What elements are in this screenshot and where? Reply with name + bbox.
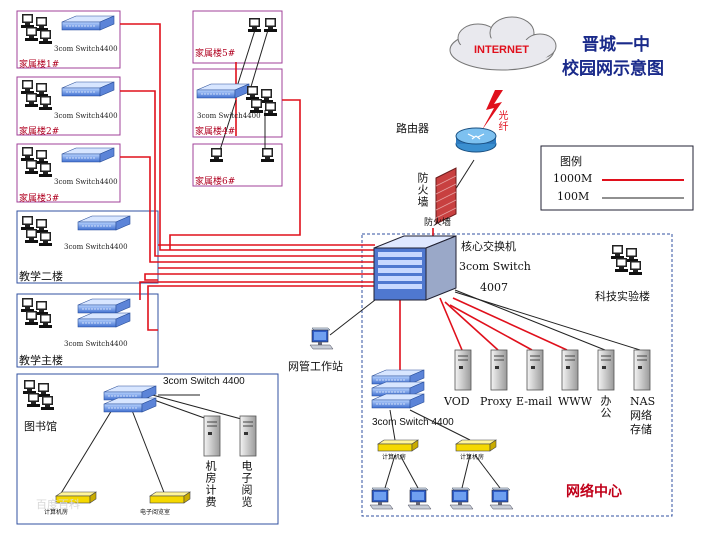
center-hub-1-label: 计算机房 [382, 454, 407, 461]
library-label: 图书馆 [24, 420, 57, 433]
switch-family-1 [61, 15, 115, 31]
hub-center-a [377, 439, 419, 452]
router-icon [455, 127, 497, 153]
server-proxy-label: Proxy [480, 395, 512, 408]
pc-group-family-3 [21, 147, 52, 177]
mgmt-station-label: 网管工作站 [288, 360, 343, 373]
teaching-main-label: 教学主楼 [19, 354, 63, 367]
teaching-2-frame [16, 210, 159, 284]
switch-teaching-main-a [77, 298, 131, 314]
mgmt-workstation-icon [309, 327, 334, 350]
library-frame [16, 373, 279, 525]
core-switch-icon [373, 235, 457, 301]
server-vod [454, 349, 472, 391]
internet-cloud [449, 16, 557, 71]
switch-teaching-2 [77, 215, 131, 231]
hub-center-b [455, 439, 497, 452]
watermark: 百度百科 [36, 498, 80, 511]
workstation-2 [407, 487, 432, 510]
switch-family-4 [196, 83, 250, 99]
core-switch-model-2: 4007 [480, 281, 508, 294]
family-3-switch-label: 3com Switch4400 [54, 178, 118, 186]
fiber-label: 光纤 [496, 110, 507, 132]
family-building-1-frame [16, 10, 121, 69]
server-office-label: 办公 [599, 395, 612, 419]
network-center-label: 网络中心 [566, 484, 622, 500]
workstation-3 [449, 487, 474, 510]
center-switch-label: 3com Switch 4400 [372, 417, 454, 428]
switch-family-3 [61, 147, 115, 163]
core-switch-model-1: 3com Switch [459, 260, 531, 273]
pc-group-tech-lab [611, 245, 642, 275]
family-4-label: 家属楼4# [195, 127, 236, 137]
pc-family-6-a [210, 148, 223, 162]
hub-library-b [149, 491, 191, 504]
router-label: 路由器 [396, 122, 429, 135]
server-billing [203, 415, 221, 457]
pc-group-teaching-2 [21, 216, 52, 246]
server-www-label: WWW [558, 395, 592, 408]
library-hub-2-label: 电子阅览室 [140, 509, 171, 516]
server-nas-label: NAS网络存储 [630, 395, 656, 436]
legend-frame [540, 145, 694, 211]
family-building-5-frame [192, 10, 283, 64]
library-hub-1-label: 计算机房 [44, 509, 69, 516]
workstation-1 [369, 487, 394, 510]
workstation-4 [489, 487, 514, 510]
family-building-2-frame [16, 76, 121, 136]
legend-title: 图例 [560, 155, 582, 168]
pc-family-5-a [248, 18, 261, 32]
title-line-2: 校园网示意图 [562, 59, 664, 79]
fiber-lightning-icon [482, 90, 503, 130]
internet-label: INTERNET [474, 44, 529, 56]
firewall-icon [435, 167, 457, 225]
gigabit-links [120, 23, 568, 370]
server-vod-label: VOD [444, 395, 470, 408]
family-building-6-frame [192, 143, 283, 187]
teaching-2-label: 教学二楼 [19, 270, 63, 283]
library-switch-label: 3com Switch 4400 [163, 376, 245, 387]
core-switch-label: 核心交换机 [461, 240, 516, 253]
family-5-label: 家属楼5# [195, 49, 236, 59]
tech-lab-label: 科技实验楼 [595, 290, 650, 303]
server-office [597, 349, 615, 391]
center-hub-2-label: 计算机房 [460, 454, 485, 461]
family-building-4-frame [192, 68, 283, 138]
family-3-label: 家属楼3# [19, 194, 60, 204]
family-2-switch-label: 3com Switch4400 [54, 112, 118, 120]
server-e-reading [239, 415, 257, 457]
pc-family-5-b [264, 18, 277, 32]
family-6-label: 家属楼6# [195, 177, 236, 187]
family-2-label: 家属楼2# [19, 127, 60, 137]
server-nas [633, 349, 651, 391]
pc-group-teaching-main [21, 298, 52, 328]
firewall-label: 防火墙 [416, 172, 429, 208]
pc-group-family-2 [21, 80, 52, 110]
title-line-1: 晋城一中 [582, 35, 650, 55]
library-server-2-label: 电子阅览 [240, 460, 253, 508]
family-building-3-frame [16, 143, 121, 203]
server-email [526, 349, 544, 391]
firewall-sub-label: 防火墙 [424, 218, 452, 228]
network-center-frame [361, 233, 673, 517]
server-www [561, 349, 579, 391]
switch-teaching-main-b [77, 312, 131, 328]
pc-group-library [23, 380, 54, 410]
server-email-label: E-mail [516, 395, 552, 408]
library-server-1-label: 机房计费 [204, 460, 217, 508]
pc-group-family-1 [21, 14, 52, 44]
switch-family-2 [61, 81, 115, 97]
family-1-label: 家属楼1# [19, 60, 60, 70]
family-4-switch-label: 3com Switch4400 [197, 112, 261, 120]
family-1-switch-label: 3com Switch4400 [54, 45, 118, 53]
server-proxy [490, 349, 508, 391]
fast-links [59, 29, 641, 496]
teaching-main-switch-label: 3com Switch4400 [64, 340, 128, 348]
legend-100m-label: 100M [557, 190, 590, 203]
teaching-2-switch-label: 3com Switch4400 [64, 243, 128, 251]
pc-family-6-b [261, 148, 274, 162]
legend-1000m-label: 1000M [553, 172, 593, 185]
